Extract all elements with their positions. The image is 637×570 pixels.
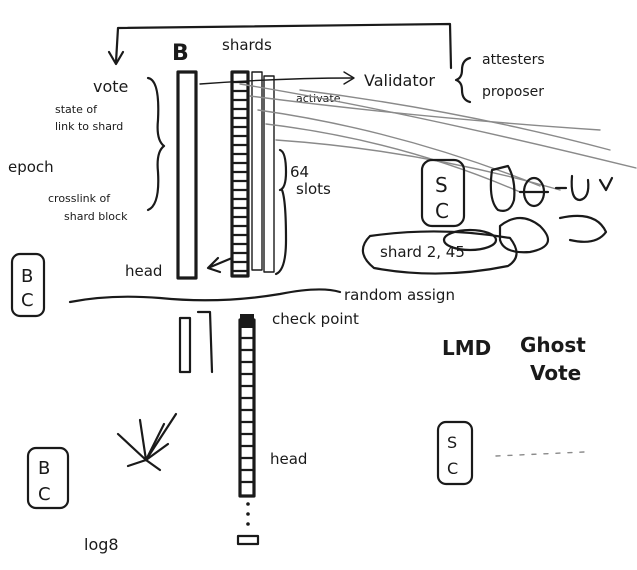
- crosslink-label-line1: crosslink of: [48, 192, 111, 205]
- beacon-chain-lower-right: [196, 310, 214, 374]
- validator-assignment-lines: [239, 83, 637, 193]
- log8-label: log8: [84, 535, 119, 554]
- svg-text:C: C: [38, 484, 51, 505]
- shard-ids-bubble: [361, 230, 518, 275]
- svg-text:S: S: [435, 173, 448, 197]
- activate-arrowhead: [343, 71, 355, 85]
- ghost-label: Ghost: [520, 333, 586, 357]
- head-top-arrow: [206, 256, 234, 274]
- activate-arrow-line: [199, 77, 353, 85]
- slots-count-label: 64: [290, 163, 309, 181]
- validator-label: Validator: [364, 71, 435, 90]
- svg-text:C: C: [435, 199, 449, 223]
- checkpoint-marker: [240, 314, 254, 328]
- vote-label: vote: [93, 77, 128, 96]
- fork-explosion-mark: [116, 412, 178, 472]
- proposer-label: proposer: [482, 84, 544, 100]
- beacon-chain-bar: [176, 70, 198, 280]
- ghost-vote-label: Vote: [530, 361, 581, 385]
- check-point-label: check point: [272, 310, 359, 328]
- trailing-dots-line: [495, 451, 585, 457]
- slots-brace: [274, 148, 288, 276]
- svg-text:B: B: [38, 458, 50, 479]
- feedback-arrowhead: [107, 50, 125, 66]
- head-bottom-label: head: [270, 450, 307, 468]
- svg-text:C: C: [447, 459, 458, 478]
- random-assign-label: random assign: [344, 286, 455, 304]
- checkpoint-ladder: [238, 314, 256, 498]
- attesters-label: attesters: [482, 52, 545, 68]
- beacon-chain-lower-left: [178, 316, 192, 374]
- svg-text:C: C: [21, 290, 34, 311]
- state-label-line1: state of: [55, 103, 98, 116]
- feedback-loop-line: [114, 22, 453, 70]
- head-top-label: head: [125, 262, 162, 280]
- shard-node-cluster: [442, 164, 614, 254]
- lmd-label: LMD: [442, 336, 491, 360]
- svg-text:S: S: [447, 433, 457, 452]
- beacon-label: B: [172, 41, 189, 66]
- shard-chain-outline-3: [263, 75, 275, 273]
- beacon-chain-box-bottom: B C: [26, 446, 70, 510]
- shard-ids-label: shard 2, 45: [380, 243, 465, 261]
- beacon-chain-box-top: B C: [10, 252, 46, 318]
- shard-chain-ladder: [230, 70, 250, 278]
- validator-brace: [454, 56, 472, 104]
- state-label-line2: link to shard: [55, 120, 123, 133]
- crosslink-label-line2: shard block: [64, 210, 128, 223]
- shards-label: shards: [222, 36, 272, 54]
- continuation-dots: [246, 502, 250, 526]
- shard-chain-outline-2: [251, 71, 263, 271]
- epoch-label: epoch: [8, 158, 54, 176]
- random-assign-divider: [68, 288, 342, 304]
- svg-text:B: B: [21, 266, 33, 287]
- chain-end-block: [236, 534, 260, 546]
- vote-brace: [146, 76, 166, 212]
- shard-chain-box-top: S C: [420, 158, 466, 228]
- slots-label: slots: [296, 180, 331, 198]
- shard-chain-box-bottom: S C: [436, 420, 474, 486]
